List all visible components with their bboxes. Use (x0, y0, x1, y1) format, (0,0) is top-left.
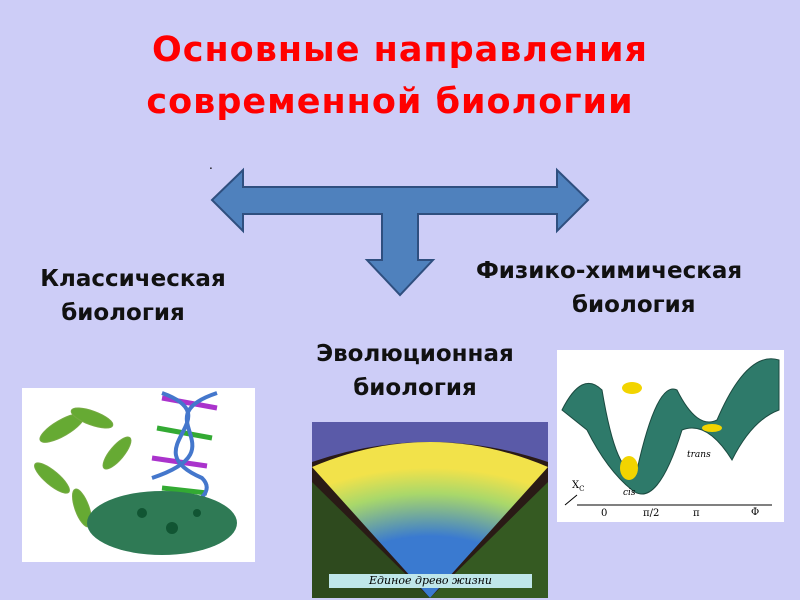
xc-text: X (572, 480, 580, 491)
xc-sub: C (579, 485, 585, 493)
tick-pi: π (693, 508, 700, 519)
classical-label: Классическая биология (8, 266, 258, 326)
evolution-line2: биология (353, 375, 477, 401)
classical-line1: Классическая (40, 266, 226, 292)
physchem-line2: биология (572, 292, 696, 318)
tick-pi2: π/2 (643, 508, 660, 519)
classical-biology-image (22, 388, 255, 562)
energy-surface-graph: trans cis XC 0 π/2 π Φ (557, 350, 784, 522)
evolution-tree-image: Единое древо жизни (312, 422, 548, 598)
evolution-line1: Эволюционная (316, 341, 514, 367)
evolution-label: Эволюционная биология (280, 341, 550, 401)
physchem-line1: Физико-химическая (476, 258, 743, 284)
trans-label: trans (687, 450, 711, 460)
cis-label: cis (623, 488, 636, 498)
evolution-caption: Единое древо жизни (329, 574, 532, 588)
phi-label: Φ (751, 507, 760, 518)
title-line-1: Основные направления (152, 30, 648, 70)
classical-line2: биология (61, 300, 185, 326)
dot: . (209, 158, 213, 172)
tick-0: 0 (601, 508, 608, 519)
xc-label: XC (572, 480, 584, 493)
t-arrow (210, 167, 590, 297)
physchem-label: Физико-химическая биология (476, 258, 742, 318)
title-line-2: современной биологии (146, 82, 634, 122)
